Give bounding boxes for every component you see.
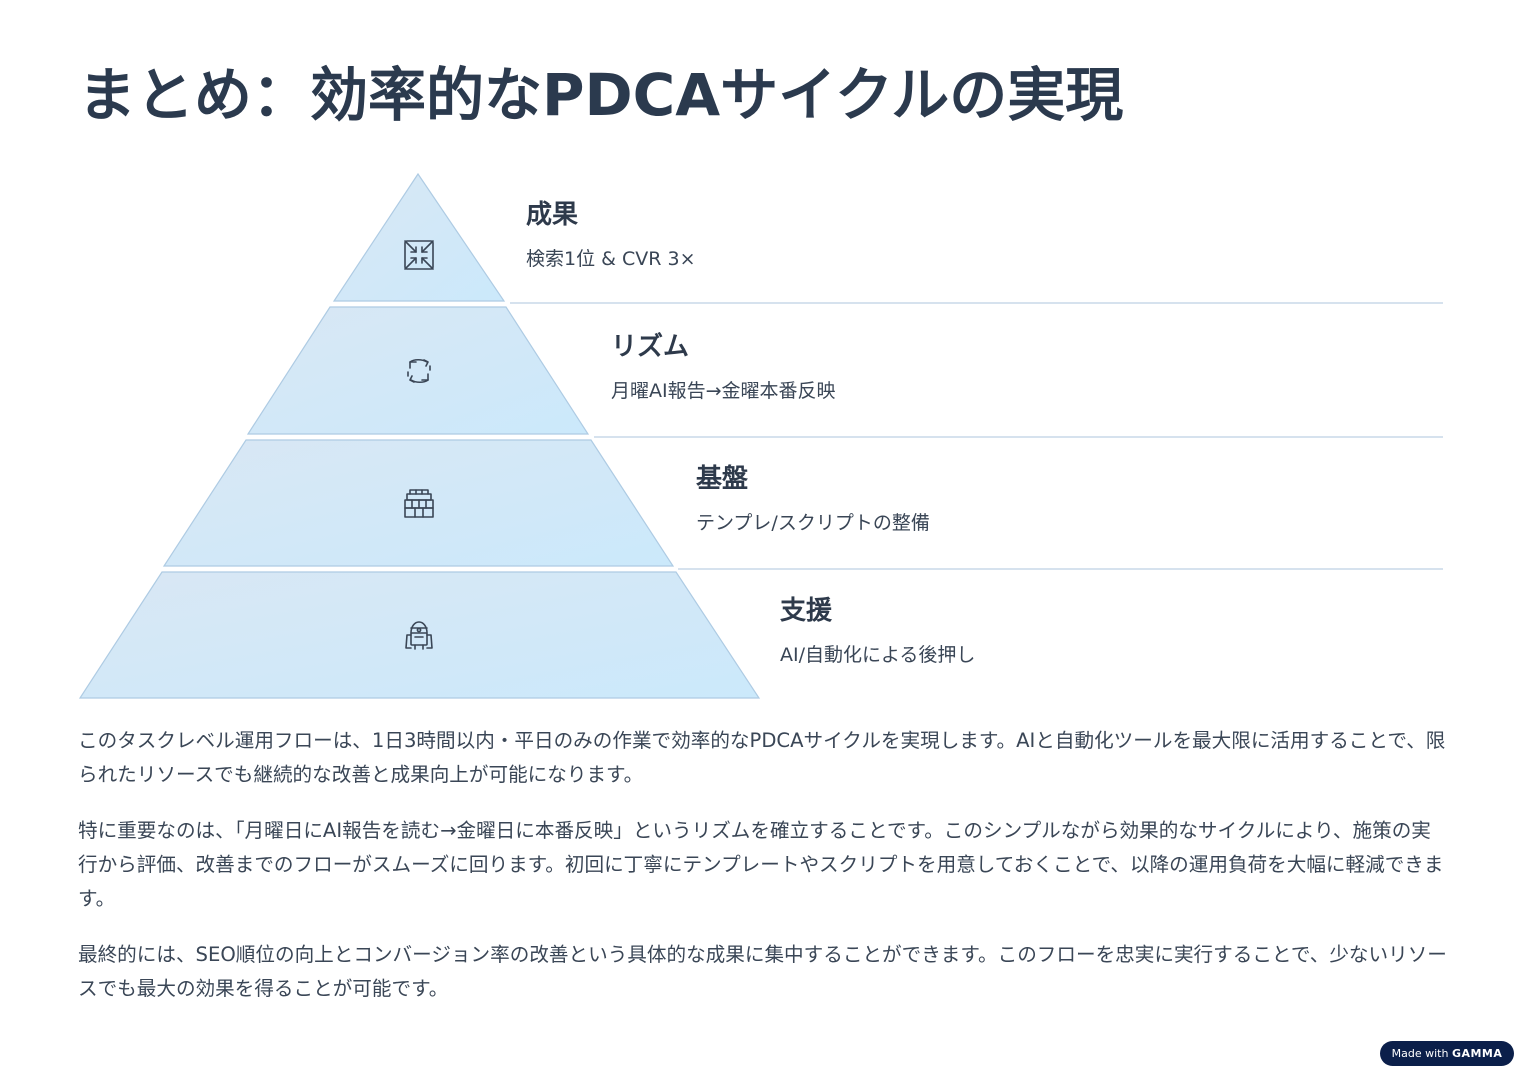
level-label: 支援 (780, 596, 833, 626)
target-icon (404, 240, 434, 270)
page-title: まとめ：効率的なPDCAサイクルの実現 (78, 61, 1124, 129)
level-label: 成果 (526, 200, 579, 230)
level-label: リズム (611, 332, 690, 362)
summary-body: このタスクレベル運用フローは、1日3時間以内・平日のみの作業で効率的なPDCAサ… (78, 724, 1448, 1028)
summary-paragraph-3: 最終的には、SEO順位の向上とコンバージョン率の改善という具体的な成果に集中する… (78, 943, 1447, 1000)
badge-prefix: Made with (1391, 1047, 1449, 1060)
badge-brand: GAMMA (1451, 1047, 1503, 1060)
building-icon (404, 489, 434, 518)
pyramid-layer-1 (332, 172, 506, 302)
summary-paragraph-1: このタスクレベル運用フローは、1日3時間以内・平日のみの作業で効率的なPDCAサ… (78, 729, 1446, 786)
level-text-outcome: 成果 検索1位 & CVR 3× (526, 198, 696, 272)
level-label: 基盤 (696, 464, 749, 494)
level-text-foundation: 基盤 テンプレ/スクリプトの整備 (696, 462, 930, 536)
refresh-icon (407, 358, 431, 384)
summary-paragraph-2: 特に重要なのは、「月曜日にAI報告を読む→金曜日に本番反映」というリズムを確立す… (78, 819, 1444, 910)
level-text-support: 支援 AI/自動化による後押し (780, 594, 975, 668)
robot-icon (405, 621, 433, 650)
level-description: テンプレ/スクリプトの整備 (696, 512, 930, 534)
made-with-gamma-badge[interactable]: Made with GAMMA (1380, 1041, 1514, 1066)
level-description: 月曜AI報告→金曜本番反映 (611, 380, 836, 402)
pyramid-layer-2 (246, 306, 590, 435)
level-text-rhythm: リズム 月曜AI報告→金曜本番反映 (611, 330, 836, 404)
level-description: AI/自動化による後押し (780, 644, 976, 666)
pyramid-layer-4 (78, 571, 761, 699)
level-description: 検索1位 & CVR 3× (526, 248, 696, 270)
